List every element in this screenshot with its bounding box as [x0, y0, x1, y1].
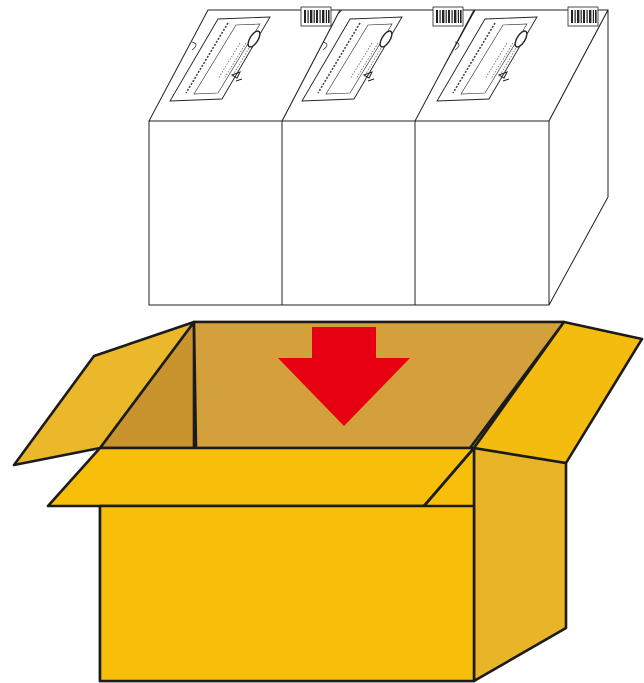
- carton-side-right: [474, 448, 566, 681]
- carton-flap-front: [48, 448, 474, 506]
- unit-box-group: [149, 7, 608, 305]
- carton-front-panel: [100, 506, 474, 681]
